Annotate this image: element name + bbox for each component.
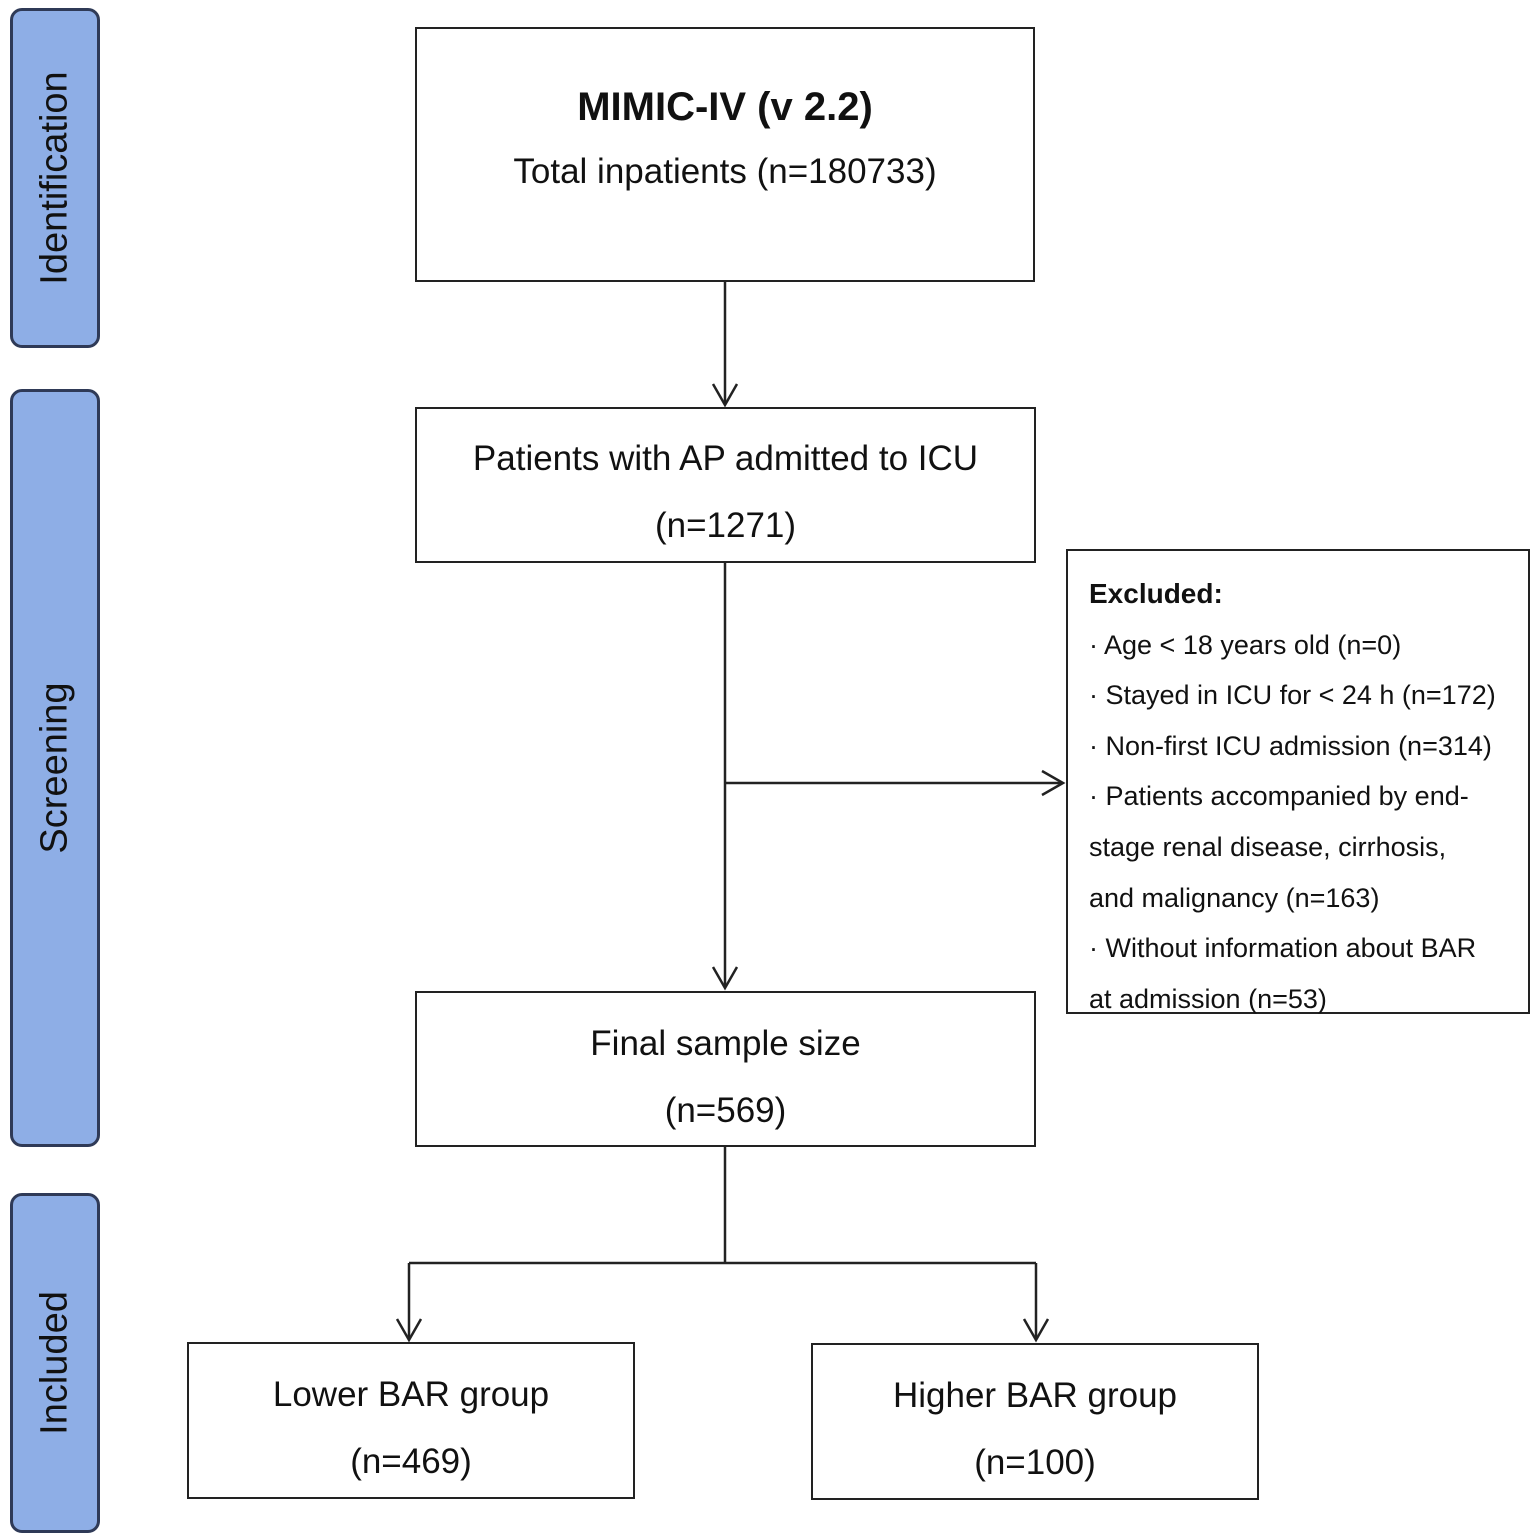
excluded-heading: Excluded: — [1089, 578, 1223, 609]
higher-bar-label: Higher BAR group — [892, 1376, 1178, 1415]
phase-included: Included — [10, 1193, 100, 1533]
higher-bar-count: (n=100) — [974, 1443, 1096, 1482]
lower-bar-count: (n=469) — [350, 1442, 472, 1481]
excluded-line: · Without information about BAR — [1089, 933, 1477, 964]
box-icu: Patients with AP admitted to ICU (n=1271… — [415, 407, 1036, 563]
excluded-line: · Stayed in ICU for < 24 h (n=172) — [1089, 680, 1496, 711]
source-title: MIMIC-IV (v 2.2) — [577, 85, 873, 129]
phase-identification: Identification — [10, 8, 100, 348]
icu-count: (n=1271) — [654, 506, 797, 545]
excluded-line: · Patients accompanied by end- — [1089, 781, 1469, 812]
lower-bar-label: Lower BAR group — [272, 1375, 550, 1414]
icu-label: Patients with AP admitted to ICU — [472, 439, 979, 478]
source-total: Total inpatients (n=180733) — [513, 152, 937, 191]
arrowhead-higher — [1022, 1318, 1050, 1343]
box-excluded: Excluded: · Age < 18 years old (n=0) · S… — [1066, 549, 1530, 1014]
phase-screening: Screening — [10, 389, 100, 1147]
final-label: Final sample size — [590, 1024, 861, 1063]
box-source: MIMIC-IV (v 2.2) Total inpatients (n=180… — [415, 27, 1035, 282]
box-final: Final sample size (n=569) — [415, 991, 1036, 1147]
arrowhead-final — [711, 966, 739, 991]
excluded-line: stage renal disease, cirrhosis, — [1089, 831, 1447, 862]
box-lower-bar: Lower BAR group (n=469) — [187, 1342, 635, 1499]
arrowhead-icu — [711, 383, 739, 408]
box-higher-bar: Higher BAR group (n=100) — [811, 1343, 1259, 1500]
excluded-line: at admission (n=53) — [1089, 983, 1327, 1014]
final-count: (n=569) — [664, 1091, 787, 1130]
arrowhead-excluded — [1041, 769, 1066, 797]
arrowhead-lower — [395, 1318, 423, 1343]
excluded-line: · Non-first ICU admission (n=314) — [1089, 730, 1492, 761]
excluded-line: and malignancy (n=163) — [1089, 882, 1380, 913]
excluded-line: · Age < 18 years old (n=0) — [1089, 629, 1402, 660]
